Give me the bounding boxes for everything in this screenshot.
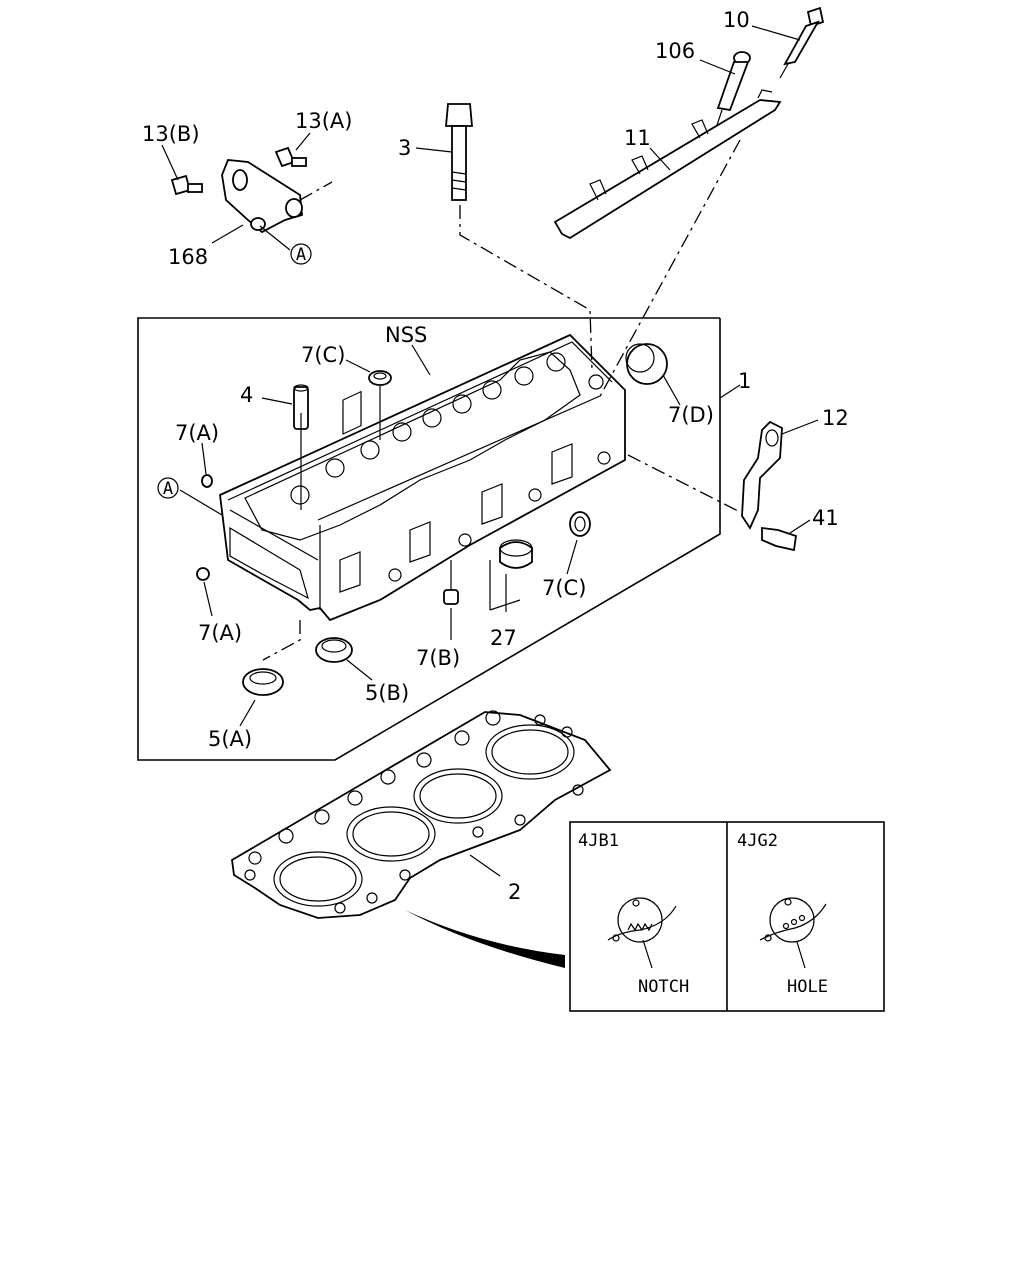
glow-plug-connector-11 — [553, 89, 782, 240]
bracket-12 — [741, 420, 783, 530]
label-part-5b: 5(B) — [365, 681, 409, 705]
plug-7a-top — [201, 474, 213, 488]
svg-text:A: A — [296, 245, 306, 265]
cylinder-head-assembly-frame — [137, 317, 721, 761]
label-part-106: 106 — [655, 39, 695, 63]
label-part-5a: 5(A) — [208, 727, 252, 751]
label-part-7a-top: 7(A) — [175, 421, 219, 445]
label-part-7b: 7(B) — [416, 646, 460, 670]
label-part-2: 2 — [508, 880, 521, 904]
label-part-13a: 13(A) — [295, 109, 352, 133]
label-part-7d: 7(D) — [668, 403, 714, 427]
bolt-13a — [274, 146, 307, 168]
hole-detail-icon — [759, 897, 827, 969]
label-part-7c-right: 7(C) — [542, 576, 586, 600]
label-part-10: 10 — [723, 8, 750, 32]
label-part-168: 168 — [168, 245, 208, 269]
seal-7c-top — [368, 370, 392, 386]
label-part-41: 41 — [812, 506, 839, 530]
label-part-12: 12 — [822, 406, 849, 430]
label-part-7c-top: 7(C) — [301, 343, 345, 367]
cap-27 — [499, 539, 533, 569]
plug-7b — [443, 589, 459, 605]
glow-plug-10 — [779, 6, 825, 79]
label-part-13b: 13(B) — [142, 122, 200, 146]
inset-caption-notch: NOTCH — [638, 977, 689, 997]
head-gasket-2 — [231, 710, 612, 919]
bracket-168 — [221, 159, 303, 234]
seal-7c-right — [569, 511, 591, 537]
plug-7d — [625, 343, 668, 385]
notch-detail-icon — [607, 897, 677, 969]
detail-arrow — [405, 910, 565, 968]
label-part-3: 3 — [398, 136, 411, 160]
label-part-11: 11 — [624, 126, 651, 150]
plug-7a-bottom — [196, 567, 210, 581]
label-part-4: 4 — [240, 383, 253, 407]
label-nss: NSS — [385, 323, 427, 347]
inset-title-4jg2: 4JG2 — [737, 831, 778, 851]
leader-lines — [161, 25, 819, 877]
seal-5a — [242, 668, 284, 696]
inset-title-4jb1: 4JB1 — [578, 831, 619, 851]
bolt-3 — [445, 103, 473, 201]
cylinder-head-1 — [219, 333, 626, 622]
inset-caption-hole: HOLE — [787, 977, 828, 997]
bolt-13b — [170, 174, 203, 196]
label-part-27: 27 — [490, 626, 517, 650]
bolt-41 — [761, 526, 797, 552]
svg-text:A: A — [163, 479, 173, 499]
reference-marker-a-top: A — [290, 243, 312, 265]
assembly-dash-lines — [262, 139, 741, 661]
reference-marker-a-left: A — [157, 477, 179, 499]
label-part-7a-bottom: 7(A) — [198, 621, 242, 645]
label-part-1: 1 — [738, 369, 751, 393]
seal-5b — [315, 637, 353, 663]
gasket-variant-inset: 4JB1 4JG2 NOTCH HOLE — [569, 821, 885, 1012]
